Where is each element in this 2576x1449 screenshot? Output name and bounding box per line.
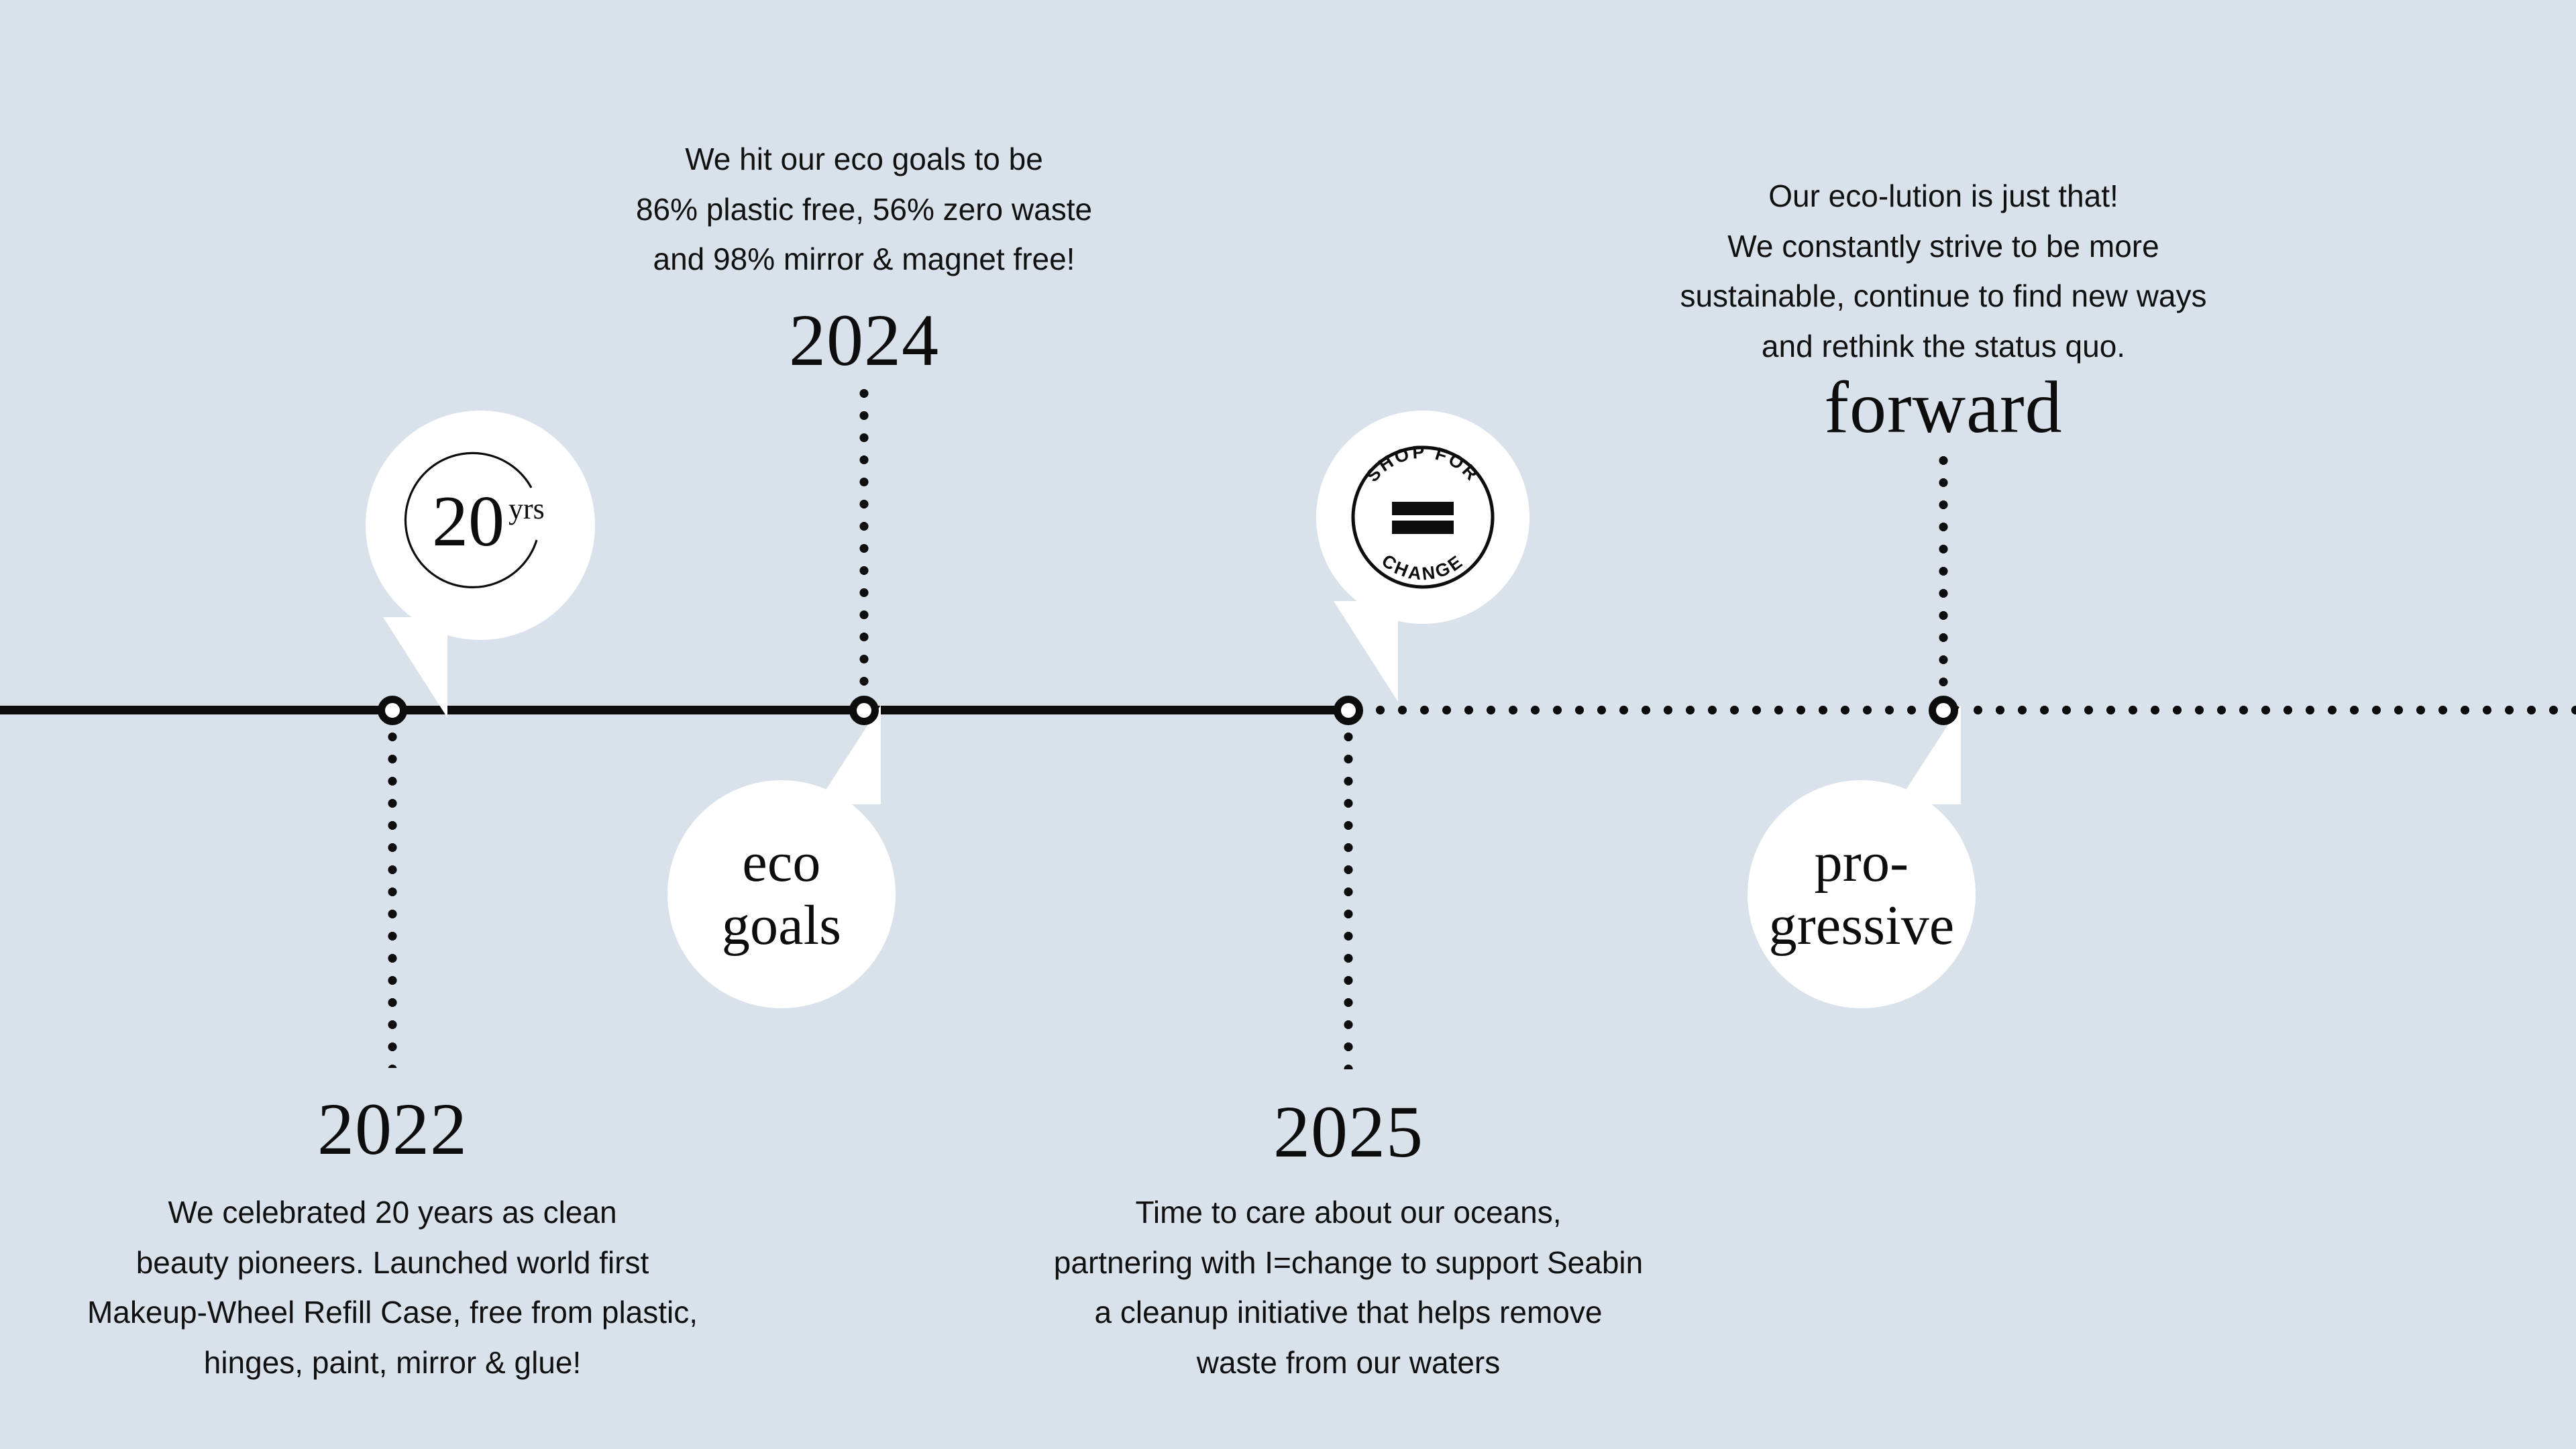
- description-2025-line-4: waste from our waters: [1196, 1344, 1501, 1380]
- timeline-node-2024[interactable]: [849, 696, 879, 725]
- timeline-axis-solid: [0, 706, 1350, 714]
- bubble-20-years[interactable]: 20 yrs: [366, 411, 595, 718]
- bubble-progressive-label: pro- gressive: [1769, 831, 1955, 957]
- bubble-shop-for-change[interactable]: SHOP FOR CHANGE: [1316, 411, 1529, 702]
- description-2025-line-1: Time to care about our oceans,: [1135, 1195, 1562, 1230]
- year-label-2022: 2022: [317, 1088, 468, 1170]
- description-2025-line-2: partnering with I=change to support Seab…: [1053, 1244, 1644, 1280]
- bubble-progressive[interactable]: pro- gressive: [1748, 705, 1976, 1008]
- connector-2022-down: [388, 726, 397, 1068]
- description-2024-line-1: We hit our eco goals to be: [685, 142, 1043, 176]
- year-label-2025: 2025: [1273, 1091, 1424, 1173]
- bubble-eco-goals-line-1: eco: [742, 830, 821, 894]
- description-2025: Time to care about our oceans, partnerin…: [1054, 1187, 1643, 1387]
- description-forward-line-1: Our eco-lution is just that!: [1768, 178, 2118, 213]
- description-forward: Our eco-lution is just that! We constant…: [1680, 171, 2206, 371]
- bubble-tail-shop-for-change: [1334, 601, 1398, 702]
- description-forward-line-2: We constantly strive to be more: [1727, 228, 2159, 264]
- timeline-node-2025[interactable]: [1334, 696, 1363, 725]
- bubble-eco-goals-line-2: goals: [721, 894, 842, 957]
- timeline-node-forward[interactable]: [1929, 696, 1958, 725]
- svg-text:yrs: yrs: [508, 492, 545, 525]
- svg-text:SHOP FOR: SHOP FOR: [1362, 442, 1484, 486]
- description-forward-line-3: sustainable, continue to find new ways: [1680, 278, 2207, 314]
- svg-text:20: 20: [432, 482, 504, 561]
- description-2025-line-3: a cleanup initiative that helps remove: [1094, 1295, 1603, 1330]
- twenty-years-stamp-icon: 20 yrs: [393, 438, 568, 612]
- connector-2025-down: [1344, 726, 1353, 1069]
- description-2022-line-2: beauty pioneers. Launched world first: [136, 1244, 649, 1280]
- connector-forward-up: [1939, 449, 1948, 698]
- shop-for-change-stamp-icon: SHOP FOR CHANGE: [1339, 433, 1507, 601]
- timeline-axis-dotted: [1347, 706, 2576, 714]
- connector-2024-up: [859, 382, 869, 698]
- bubble-eco-goals-label: eco goals: [722, 831, 841, 957]
- description-forward-line-4: and rethink the status quo.: [1761, 328, 2126, 364]
- bubble-progressive-line-1: pro-: [1814, 830, 1909, 894]
- description-2024-line-3: and 98% mirror & magnet free!: [653, 241, 1075, 277]
- description-2024-line-2: 86% plastic free, 56% zero waste: [635, 191, 1093, 227]
- bubble-progressive-line-2: gressive: [1768, 894, 1955, 957]
- description-2022-line-1: We celebrated 20 years as clean: [168, 1195, 617, 1230]
- description-2022-line-3: Makeup-Wheel Refill Case, free from plas…: [87, 1295, 698, 1330]
- bubble-eco-goals[interactable]: eco goals: [667, 705, 896, 1008]
- year-label-2024: 2024: [789, 299, 939, 381]
- timeline-node-2022[interactable]: [378, 696, 407, 725]
- description-2024: We hit our eco goals to be 86% plastic f…: [636, 134, 1092, 284]
- year-label-forward: forward: [1824, 366, 2063, 448]
- description-2022: We celebrated 20 years as clean beauty p…: [87, 1187, 698, 1387]
- description-2022-line-4: hinges, paint, mirror & glue!: [203, 1344, 582, 1380]
